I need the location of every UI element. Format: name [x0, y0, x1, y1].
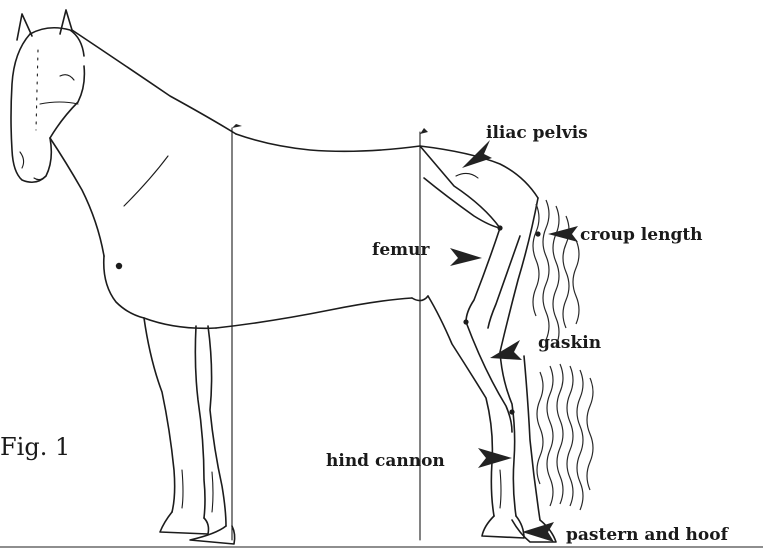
- label-hind-cannon: hind cannon: [326, 451, 445, 471]
- label-femur: femur: [372, 240, 430, 260]
- label-croup-length: croup length: [580, 225, 703, 245]
- hind-cannon-arrow: [478, 448, 512, 468]
- horse-outline: [11, 10, 556, 544]
- croup-length-arrow: [548, 226, 578, 242]
- label-iliac-pelvis: iliac pelvis: [486, 123, 588, 143]
- gaskin-arrow: [490, 340, 522, 360]
- label-pastern-and-hoof: pastern and hoof: [566, 525, 730, 545]
- figure-caption: Fig. 1: [0, 433, 70, 461]
- measurement-lines: [0, 124, 763, 547]
- tail: [533, 200, 593, 510]
- femur-arrow: [450, 248, 482, 266]
- label-gaskin: gaskin: [538, 333, 601, 353]
